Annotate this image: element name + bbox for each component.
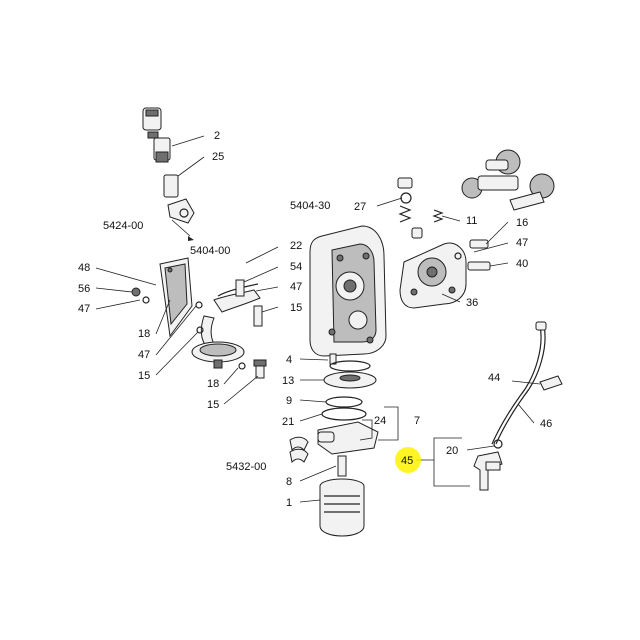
callout-40[interactable]: 40 <box>516 258 528 270</box>
callout-21[interactable]: 21 <box>282 416 294 428</box>
callout-16[interactable]: 16 <box>516 217 528 229</box>
callout-47-d[interactable]: 47 <box>516 237 528 249</box>
callout-56[interactable]: 56 <box>78 283 90 295</box>
callout-8[interactable]: 8 <box>286 476 292 488</box>
callout-18-a[interactable]: 18 <box>138 328 150 340</box>
oil-filter-assembly <box>289 353 379 537</box>
callout-24[interactable]: 24 <box>374 415 386 427</box>
highlight-marker <box>395 447 421 473</box>
callout-25[interactable]: 25 <box>212 151 224 163</box>
leader-lines <box>95 135 541 503</box>
callout-15-a[interactable]: 15 <box>290 302 302 314</box>
callout-4[interactable]: 4 <box>286 354 292 366</box>
callout-1[interactable]: 1 <box>286 497 292 509</box>
callout-11[interactable]: 11 <box>466 215 477 227</box>
callout-5424-00[interactable]: 5424-00 <box>103 220 143 232</box>
pressure-sensor-assembly <box>142 107 195 241</box>
drive-gears <box>454 149 555 271</box>
callout-45-highlight[interactable]: 45 <box>395 447 421 473</box>
callout-54[interactable]: 54 <box>290 261 302 273</box>
timing-case <box>309 225 387 357</box>
callout-labels: 2 25 5424-00 5404-00 22 54 47 15 48 56 4… <box>78 130 552 509</box>
callout-5432-00[interactable]: 5432-00 <box>226 461 266 473</box>
callout-47-b[interactable]: 47 <box>78 303 90 315</box>
callout-5404-00[interactable]: 5404-00 <box>190 245 230 257</box>
callout-47-c[interactable]: 47 <box>138 349 150 361</box>
callout-13[interactable]: 13 <box>282 375 294 387</box>
callout-36[interactable]: 36 <box>466 297 478 309</box>
callout-47-a[interactable]: 47 <box>290 281 302 293</box>
callout-48[interactable]: 48 <box>78 262 90 274</box>
callout-27[interactable]: 27 <box>354 201 366 213</box>
callout-46[interactable]: 46 <box>540 418 552 430</box>
callout-45[interactable]: 45 <box>401 455 413 467</box>
callout-5404-30[interactable]: 5404-30 <box>290 200 330 212</box>
callout-15-c[interactable]: 15 <box>207 399 219 411</box>
callout-7[interactable]: 7 <box>414 415 420 427</box>
callout-15-b[interactable]: 15 <box>138 370 150 382</box>
oil-pipe-assembly <box>131 257 267 379</box>
callout-22[interactable]: 22 <box>290 240 302 252</box>
dipstick-assembly <box>473 321 563 491</box>
callout-9[interactable]: 9 <box>286 395 292 407</box>
callout-2[interactable]: 2 <box>214 130 220 142</box>
callout-44[interactable]: 44 <box>488 372 500 384</box>
callout-20[interactable]: 20 <box>446 445 458 457</box>
callout-18-b[interactable]: 18 <box>207 378 219 390</box>
oil-pump-assembly <box>397 177 467 309</box>
